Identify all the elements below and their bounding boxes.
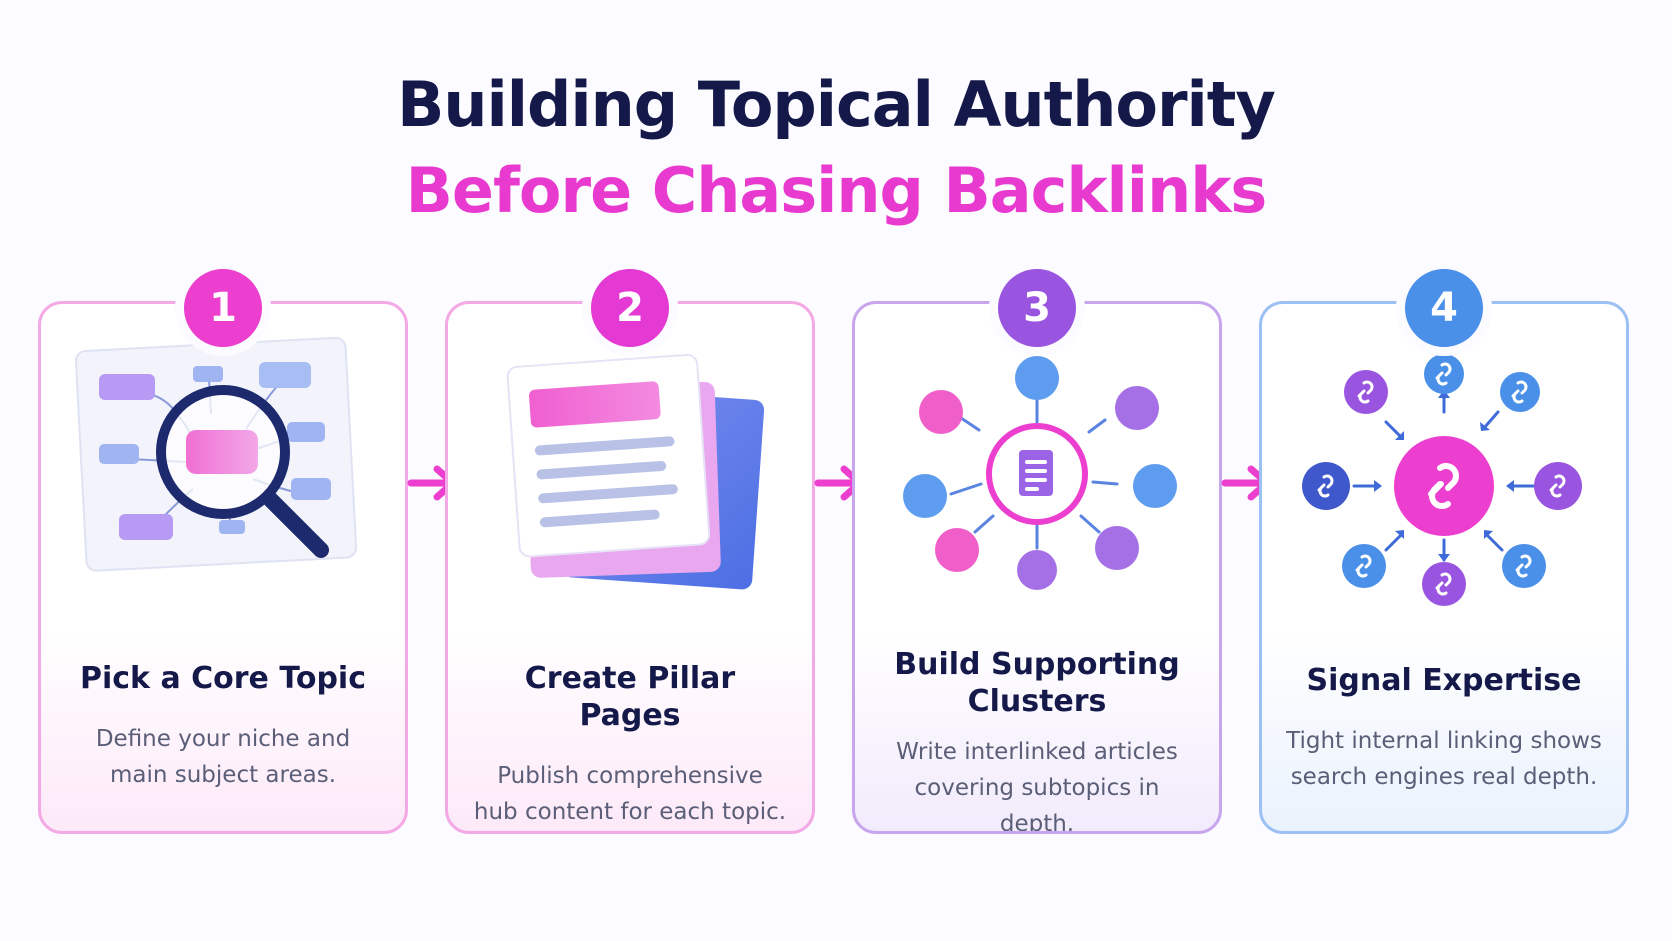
cluster-network-icon — [855, 304, 1219, 640]
step-title: Signal Expertise — [1306, 663, 1582, 698]
title-line-2: Before Chasing Backlinks — [405, 154, 1268, 227]
link-network-icon — [1262, 304, 1626, 640]
document-stack-icon — [448, 304, 812, 640]
step-title: Build Supporting Clusters — [894, 647, 1180, 719]
title-line-1: Building Topical Authority — [397, 68, 1276, 141]
magnifier-mindmap-icon — [41, 304, 405, 640]
step-card-4: Signal Expertise Tight internal linking … — [1259, 301, 1629, 834]
step-card-2: Create Pillar Pages Publish comprehensiv… — [445, 301, 815, 834]
step-description: Publish comprehensive hub content for ea… — [473, 763, 787, 825]
step-title: Pick a Core Topic — [80, 661, 366, 696]
step-badge-2: 2 — [591, 269, 669, 347]
step-badge-3: 3 — [998, 269, 1076, 347]
step-card-3: Build Supporting Clusters Write interlin… — [852, 301, 1222, 834]
step-badge-4: 4 — [1405, 269, 1483, 347]
step-title: Create Pillar Pages — [524, 661, 736, 733]
step-description: Tight internal linking shows search engi… — [1286, 728, 1602, 790]
step-description: Define your niche and main subject areas… — [95, 726, 351, 788]
step-description: Write interlinked articles covering subt… — [896, 739, 1178, 834]
title: Building Topical Authority Before Chasin… — [0, 62, 1672, 234]
step-badge-1: 1 — [184, 269, 262, 347]
step-card-1: Pick a Core Topic Define your niche and … — [38, 301, 408, 834]
